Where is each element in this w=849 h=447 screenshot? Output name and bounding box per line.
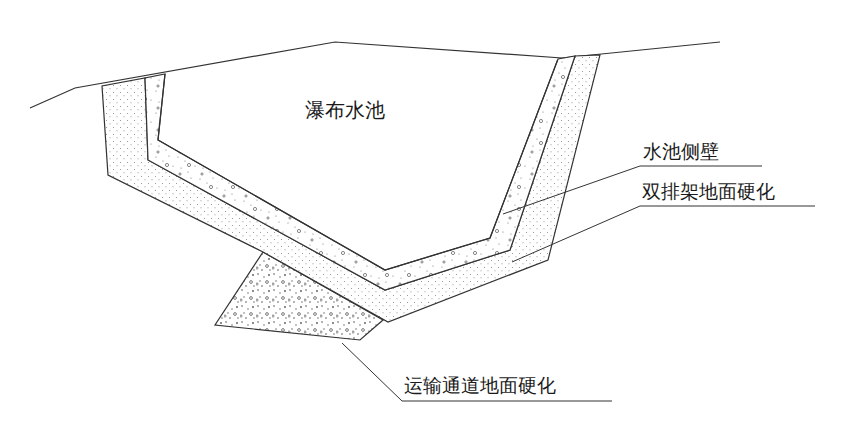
callout-label: 双排架地面硬化 [642, 180, 775, 203]
pool-name: 瀑布水池 [305, 98, 385, 122]
callout-label: 运输通道地面硬化 [404, 374, 556, 397]
callout-label: 水池侧壁 [643, 140, 719, 163]
pool-outline [155, 60, 565, 275]
pool-region: 瀑布水池 [155, 60, 565, 275]
